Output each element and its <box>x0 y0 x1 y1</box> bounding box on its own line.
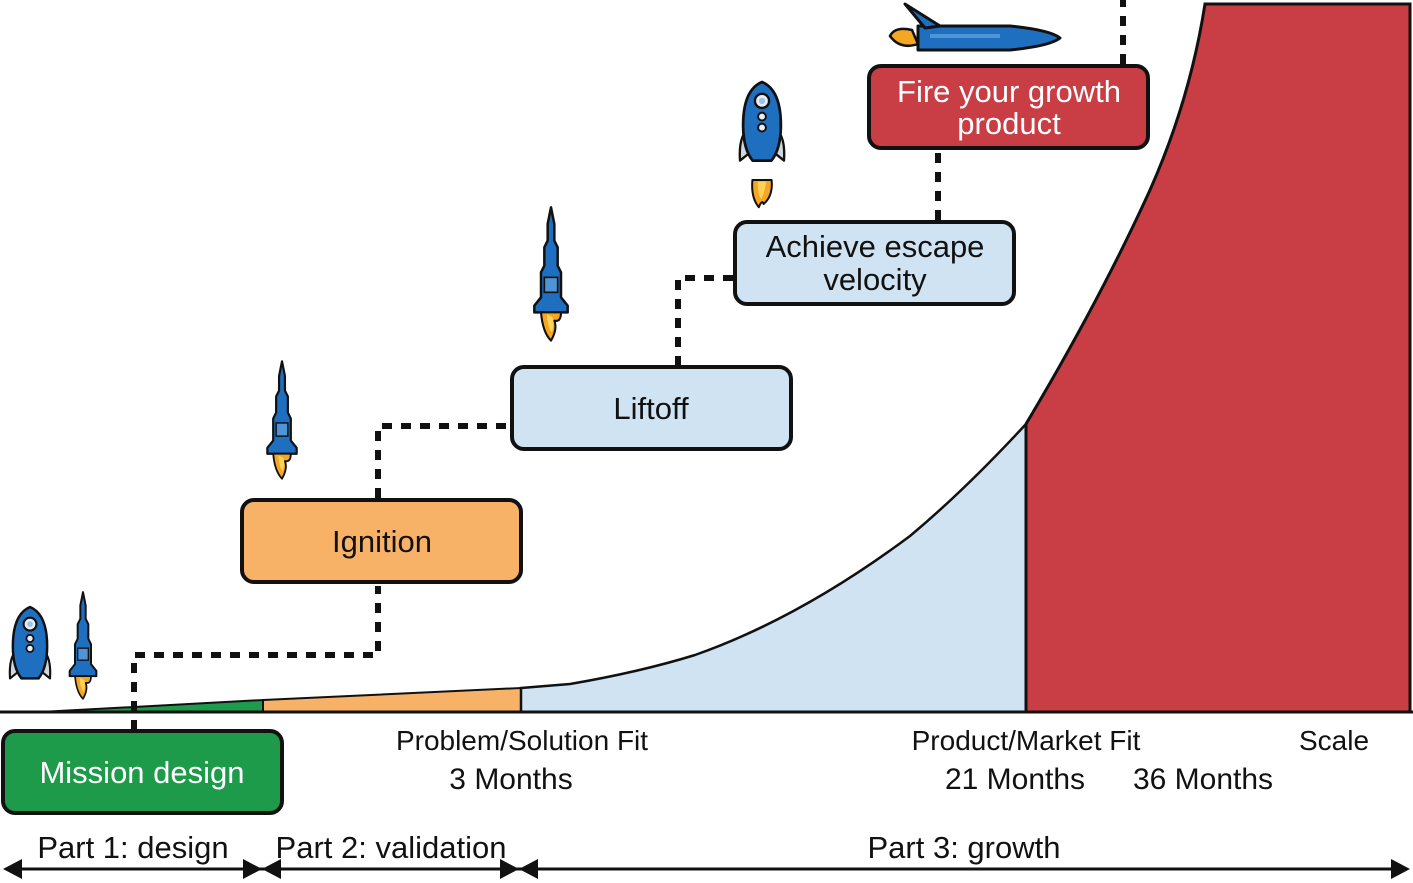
escape-label-line2: velocity <box>823 262 927 297</box>
slim-rocket-icon <box>532 205 570 343</box>
area-design <box>39 698 264 713</box>
part-3-label: Part 3: growth <box>868 830 1061 865</box>
connector-ignition-liftoff <box>375 423 510 498</box>
flying-rocket-icon <box>888 2 1062 52</box>
arrow-p2-end <box>500 859 519 879</box>
liftoff-label: Liftoff <box>613 391 689 426</box>
milestone-pmf: Product/Market Fit <box>912 725 1141 756</box>
growth-label-line2: product <box>957 106 1061 141</box>
area-validation <box>262 686 522 713</box>
part-1-label: Part 1: design <box>37 830 228 865</box>
stage-connectors <box>131 0 1126 730</box>
area-escape <box>519 420 1028 714</box>
stage-ignition: Ignition <box>240 498 523 584</box>
milestone-3-months: 3 Months <box>449 763 572 796</box>
ignition-label: Ignition <box>332 524 432 559</box>
arrow-p1-end <box>243 859 262 879</box>
connector-liftoff-escape <box>675 275 733 366</box>
round-rocket-icon <box>738 80 786 209</box>
milestone-psf: Problem/Solution Fit <box>396 725 648 756</box>
growth-label-line1: Fire your growth <box>897 74 1121 109</box>
stage-escape-velocity: Achieve escape velocity <box>733 220 1016 306</box>
slim-rocket-icon <box>68 590 98 701</box>
stage-growth-product: Fire your growth product <box>867 64 1150 150</box>
milestone-scale: Scale <box>1299 725 1369 756</box>
part-timeline: Part 1: design Part 2: validation Part 3… <box>3 830 1410 879</box>
escape-label-line1: Achieve escape <box>766 229 985 264</box>
part-2-label: Part 2: validation <box>276 830 507 865</box>
slim-rocket-icon <box>265 359 299 481</box>
arrow-left-start <box>3 859 22 879</box>
arrow-right-end <box>1391 859 1410 879</box>
milestone-21-months: 21 Months <box>945 763 1085 796</box>
round-rocket-icon <box>8 605 52 680</box>
milestone-labels: Problem/Solution Fit 3 Months Product/Ma… <box>396 725 1369 796</box>
arrow-p3-start <box>519 859 538 879</box>
stage-mission-design: Mission design <box>1 729 284 815</box>
arrow-p2-start <box>262 859 281 879</box>
connector-mission-ignition <box>131 586 381 730</box>
stage-liftoff: Liftoff <box>510 365 793 451</box>
area-growth <box>1024 2 1412 714</box>
milestone-36-months: 36 Months <box>1133 763 1273 796</box>
mission-design-label: Mission design <box>39 755 244 790</box>
growth-curve <box>0 2 1413 714</box>
